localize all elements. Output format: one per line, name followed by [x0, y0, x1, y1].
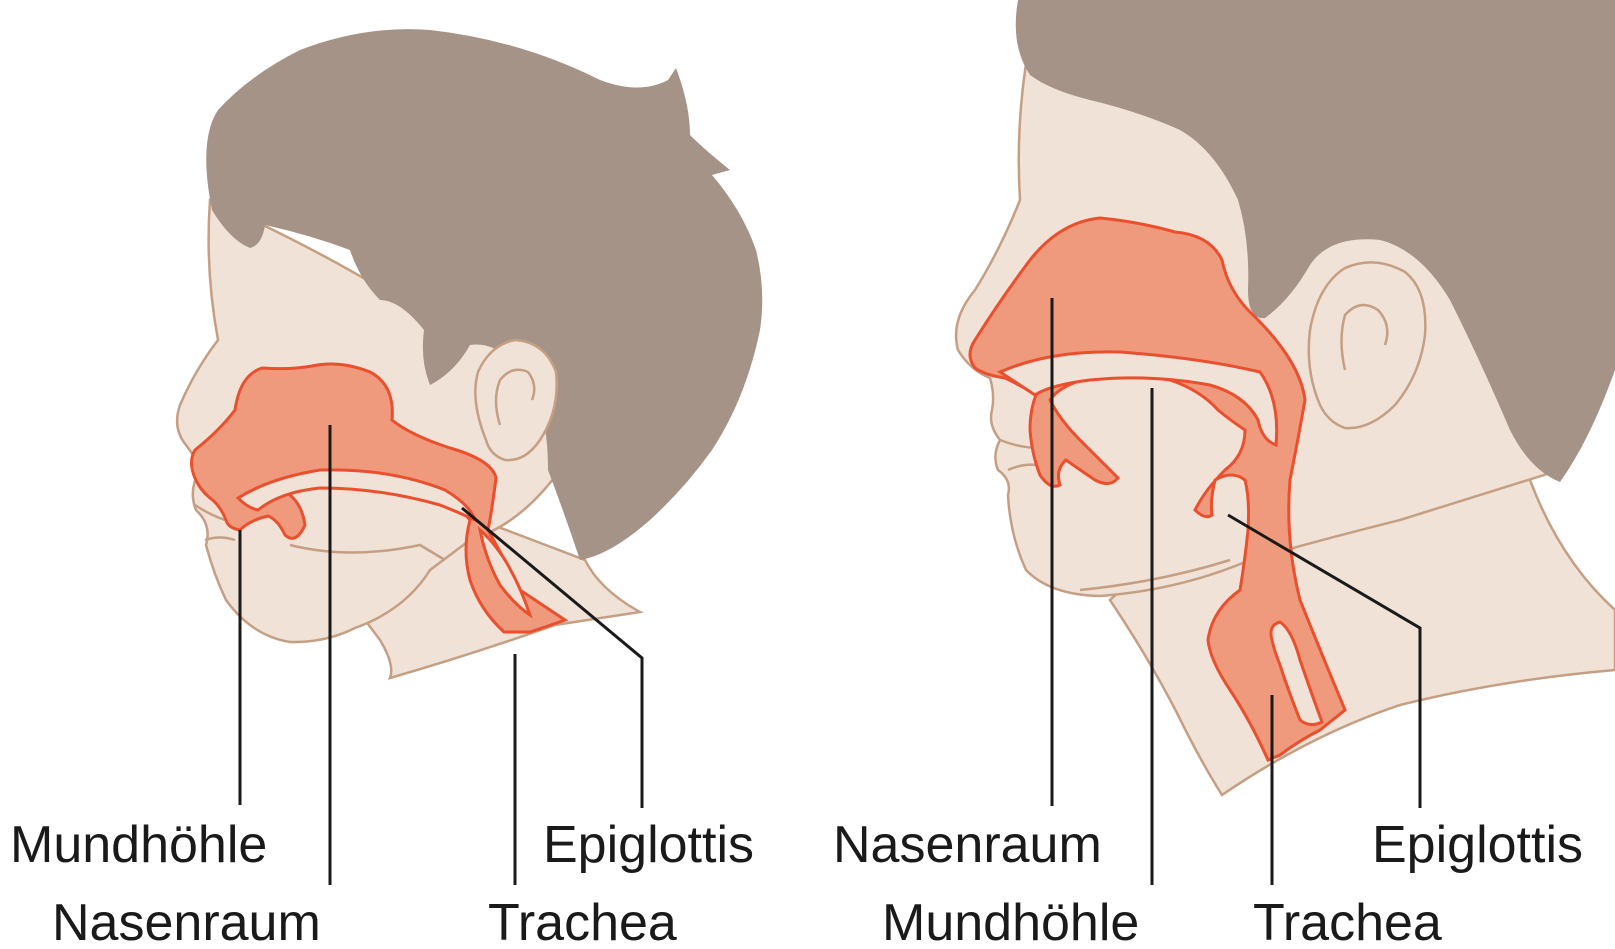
- child-label-mundhoehle: Mundhöhle: [10, 816, 267, 874]
- adult-label-nasenraum: Nasenraum: [833, 816, 1102, 874]
- adult-label-trachea: Trachea: [1253, 894, 1442, 949]
- adult-head-figure: [956, 0, 1615, 795]
- child-head-figure: [177, 29, 762, 678]
- adult-label-epiglottis: Epiglottis: [1372, 816, 1583, 874]
- adult-label-mundhoehle: Mundhöhle: [882, 894, 1139, 949]
- child-label-epiglottis: Epiglottis: [543, 816, 754, 874]
- adult-labels: Nasenraum Mundhöhle Epiglottis Trachea: [833, 816, 1583, 949]
- child-labels: Mundhöhle Nasenraum Epiglottis Trachea: [10, 816, 754, 949]
- child-label-trachea: Trachea: [488, 894, 677, 949]
- child-label-nasenraum: Nasenraum: [52, 894, 321, 949]
